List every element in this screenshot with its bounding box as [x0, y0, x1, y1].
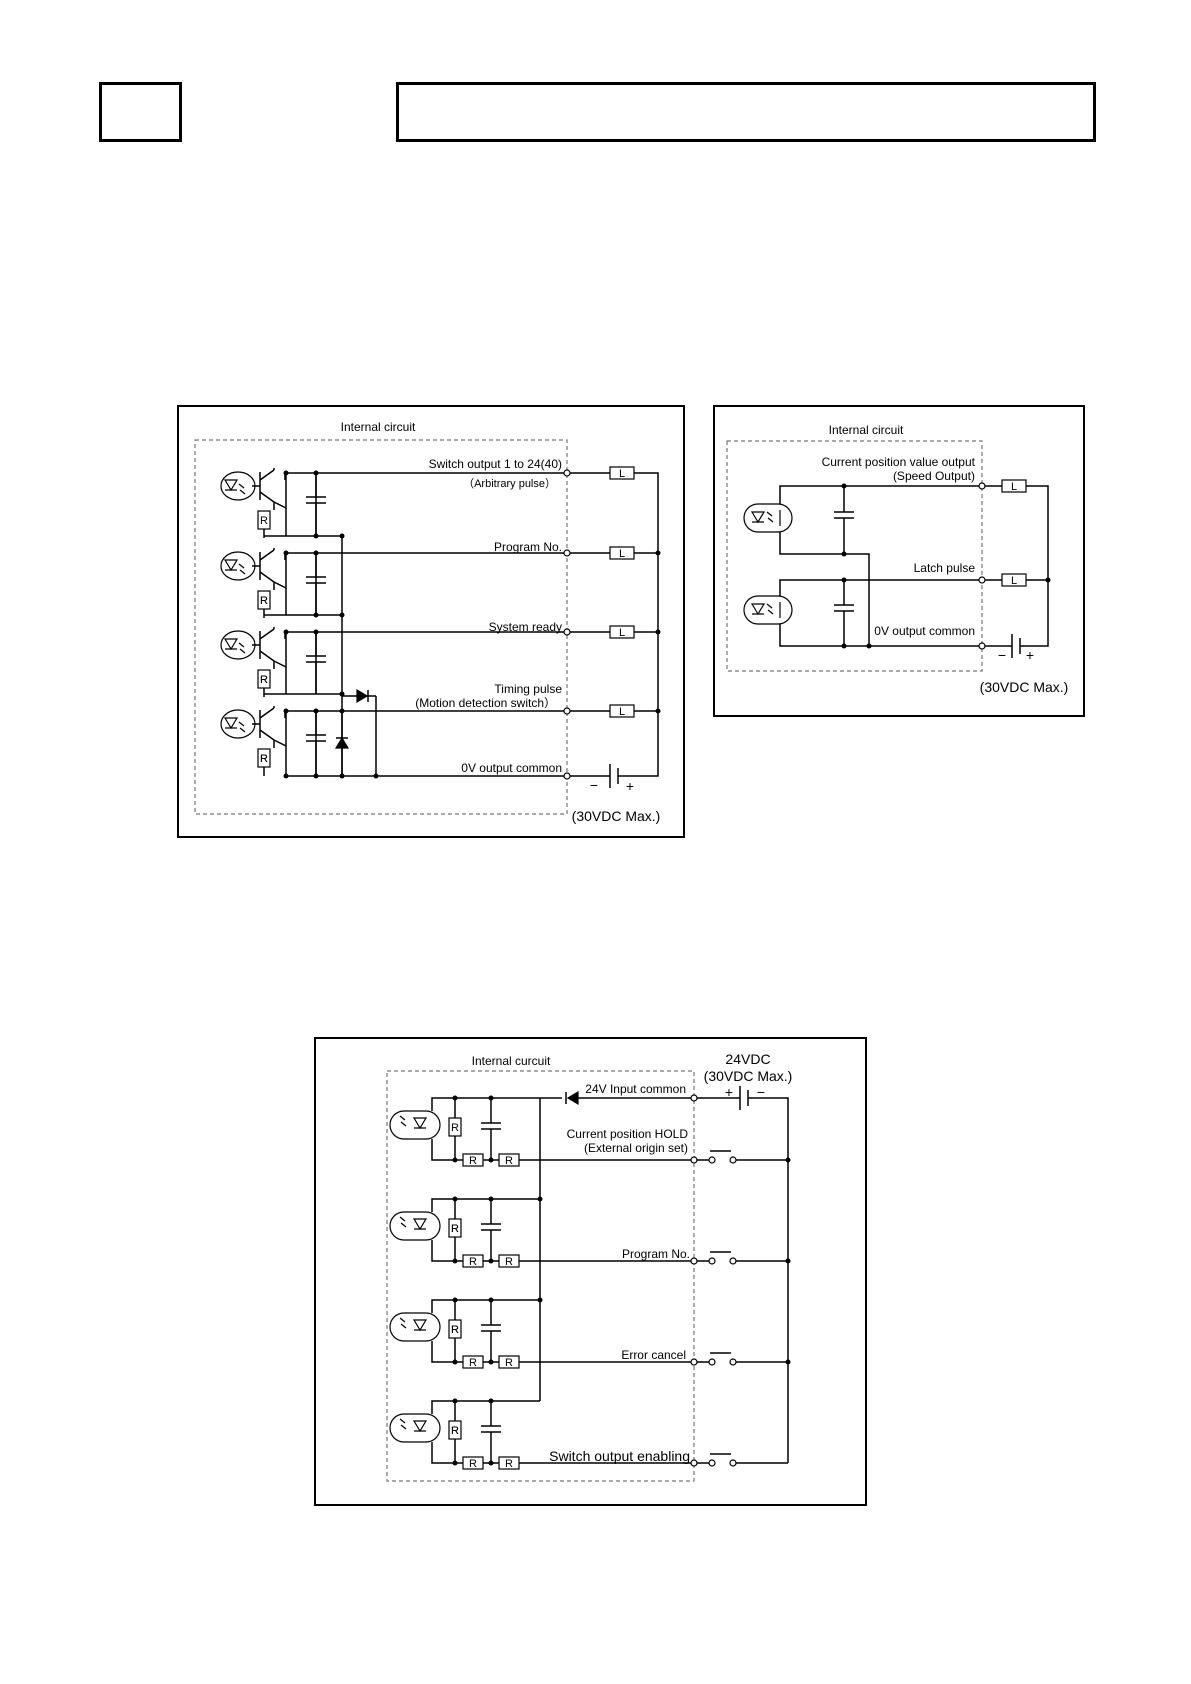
- output-signal-sublabel-4: (Motion detection switch）: [415, 696, 556, 710]
- position-supply-plus: +: [1026, 647, 1034, 663]
- svg-text:R: R: [505, 1155, 513, 1167]
- position-signal-label-3: 0V output common: [874, 624, 975, 638]
- position-load-1: L: [1011, 481, 1017, 493]
- position-supply-minus: −: [998, 647, 1006, 663]
- output-load-resistors: L L L L: [609, 466, 635, 718]
- output-internal-boundary: [194, 439, 568, 815]
- position-supply-note: (30VDC Max.): [980, 679, 1069, 695]
- output-resistor-label-3: R: [260, 674, 268, 686]
- header-left-box: [99, 82, 182, 142]
- svg-text:L: L: [619, 706, 625, 718]
- input-resistor-label-2: R: [451, 1223, 459, 1235]
- output-supply-plus: +: [626, 778, 634, 794]
- svg-text:L: L: [619, 627, 625, 639]
- input-signal-label-2: Current position HOLD: [567, 1127, 689, 1141]
- input-internal-title: Internal curcuit: [472, 1054, 551, 1068]
- input-stage-1: R R R: [389, 1095, 694, 1167]
- output-resistor-label-4: R: [260, 753, 268, 765]
- input-supply-note: (30VDC Max.): [704, 1068, 793, 1084]
- output-signal-sublabel-1: （Arbitrary pulse）: [463, 477, 556, 490]
- svg-text:L: L: [619, 548, 625, 560]
- input-circuit-frame: [314, 1037, 867, 1506]
- input-resistor-label-3: R: [451, 1324, 459, 1336]
- input-supply-minus: −: [757, 1084, 765, 1100]
- output-supply-note: (30VDC Max.): [572, 808, 661, 824]
- output-stage-2: [220, 547, 287, 619]
- position-optocoupler-2: [743, 595, 793, 625]
- position-circuit-diagram: Internal circuit Current position value …: [713, 405, 1085, 717]
- position-signal-sublabel-1: (Speed Output): [893, 469, 975, 483]
- position-internal-boundary: [726, 440, 983, 672]
- position-signal-label-2: Latch pulse: [914, 561, 976, 575]
- output-signal-label-1: Switch output 1 to 24(40): [429, 457, 562, 471]
- input-switches: [697, 1150, 788, 1467]
- input-circuit-diagram: Internal curcuit 24VDC (30VDC Max.) + − …: [314, 1037, 867, 1506]
- output-internal-title: Internal circuit: [341, 420, 416, 434]
- input-signal-label-1: 24V Input common: [585, 1082, 686, 1096]
- position-signal-label-1: Current position value output: [822, 455, 976, 469]
- input-signal-label-3: Program No.: [622, 1247, 690, 1261]
- input-signal-label-4: Error cancel: [621, 1348, 686, 1362]
- svg-text:L: L: [619, 468, 625, 480]
- input-resistor-label-4: R: [451, 1425, 459, 1437]
- output-resistor-label-2: R: [260, 595, 268, 607]
- output-signal-label-3: System ready: [489, 620, 562, 634]
- output-stage-3: [220, 626, 287, 698]
- svg-text:R: R: [260, 515, 268, 527]
- svg-text:R: R: [451, 1122, 459, 1134]
- output-stage-1: R: [220, 468, 287, 538]
- output-stage-4: [220, 705, 287, 777]
- output-signal-label-5: 0V output common: [461, 761, 562, 775]
- output-circuit-diagram: Internal circuit Switch output 1 to 24(4…: [177, 405, 685, 838]
- position-optocoupler-1: [743, 503, 793, 533]
- position-internal-title: Internal circuit: [829, 423, 904, 437]
- input-internal-boundary: [386, 1070, 695, 1482]
- input-signal-sublabel-2: (External origin set): [584, 1141, 688, 1155]
- input-supply-plus: +: [725, 1084, 733, 1100]
- position-load-2: L: [1011, 575, 1017, 587]
- input-signal-label-5: Switch output enabling: [549, 1448, 690, 1464]
- output-circuit-frame: [177, 405, 685, 838]
- output-signal-label-4: Timing pulse: [494, 682, 562, 696]
- output-signal-label-2: Program No.: [494, 540, 562, 554]
- header-title-box: [396, 82, 1096, 142]
- input-supply-voltage: 24VDC: [725, 1051, 770, 1067]
- position-circuit-frame: [713, 405, 1085, 717]
- output-supply-minus: −: [590, 777, 598, 793]
- svg-text:R: R: [469, 1155, 477, 1167]
